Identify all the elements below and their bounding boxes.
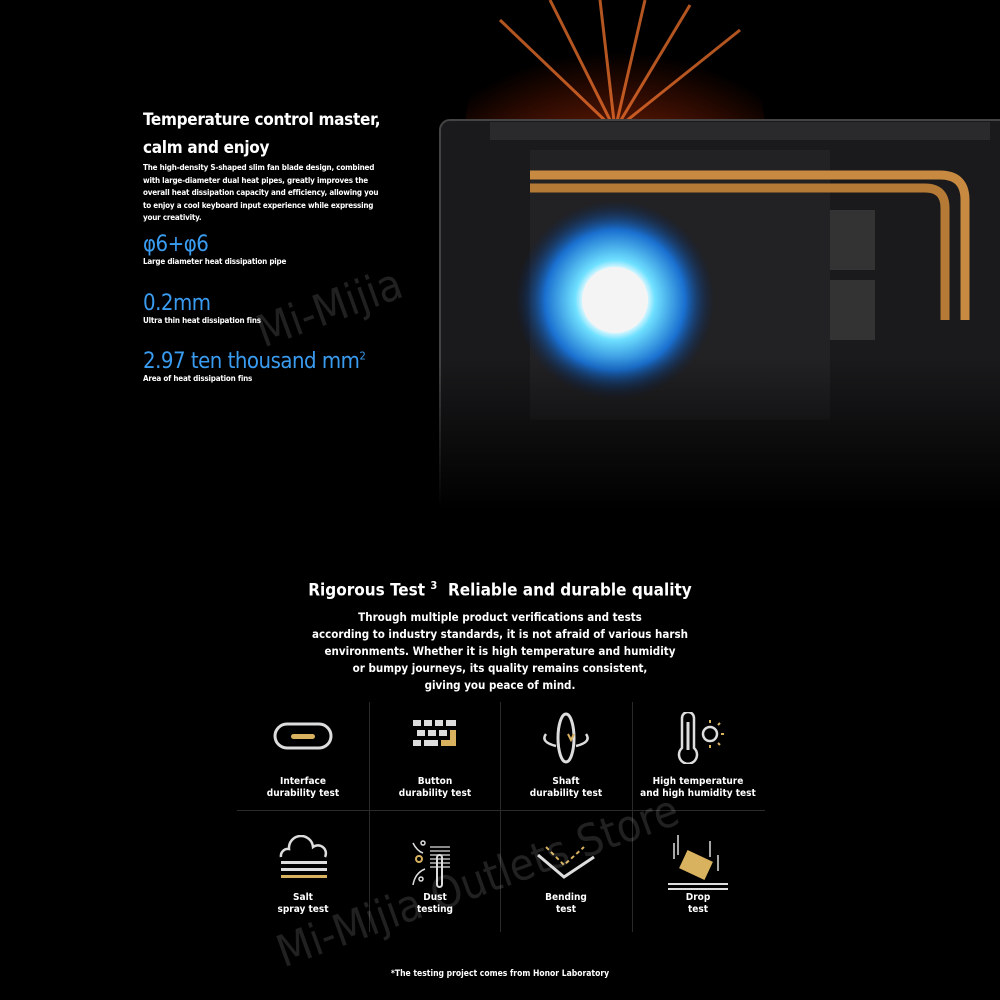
watermark: Mi-Mijia <box>250 258 410 358</box>
tests-paragraph: Through multiple product verifications a… <box>311 610 689 692</box>
keyboard-icon <box>413 720 456 746</box>
spec-pipe: φ6+φ6 Large diameter heat dissipation pi… <box>143 232 287 266</box>
footnote: *The testing project comes from Honor La… <box>390 969 610 979</box>
thermometer-sun-icon <box>677 712 724 764</box>
spec-fins: 0.2mm Ultra thin heat dissipation fins <box>143 291 261 325</box>
cooling-title: Temperature control master, calm and enj… <box>143 110 381 158</box>
salt-spray-cloud-icon <box>279 835 328 878</box>
dust-brush-icon <box>412 840 450 888</box>
divider <box>369 702 370 932</box>
divider <box>500 702 501 932</box>
laptop-internals-image <box>430 0 1000 510</box>
drop-icon <box>668 835 728 890</box>
hinge-rotation-icon <box>543 712 589 764</box>
usb-c-port-icon <box>273 722 333 750</box>
bending-icon <box>537 846 595 879</box>
tests-title: Rigorous Test 3 Reliable and durable qua… <box>308 579 692 601</box>
spec-area: 2.97 ten thousand mm2 Area of heat dissi… <box>143 349 366 383</box>
cooling-description: The high-density S-shaped slim fan blade… <box>143 163 379 222</box>
divider <box>632 702 633 932</box>
divider <box>237 810 765 811</box>
